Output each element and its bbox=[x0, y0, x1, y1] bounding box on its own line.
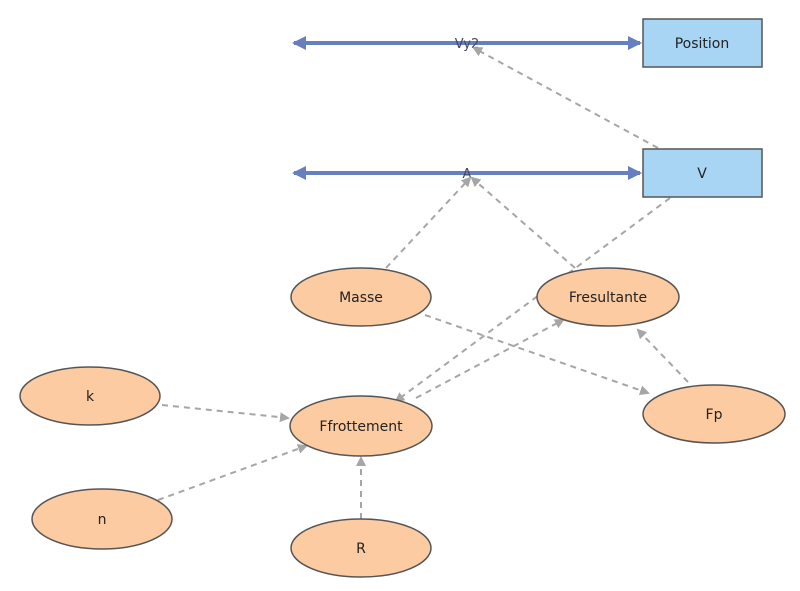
stock-position[interactable]: Position bbox=[642, 18, 763, 68]
variable-masse-shape bbox=[290, 267, 432, 327]
variable-fresultante-label: Fresultante bbox=[569, 290, 647, 306]
variable-ffrottement[interactable]: Ffrottement bbox=[289, 395, 433, 457]
variable-masse-label: Masse bbox=[339, 290, 383, 306]
flow-a-label: A bbox=[463, 167, 472, 182]
link-masse-to-a bbox=[385, 176, 472, 269]
link-n-to-ffrottement bbox=[157, 444, 308, 501]
stock-position-label: Position bbox=[675, 36, 730, 52]
link-v-to-ffrottement bbox=[394, 197, 671, 403]
variable-ffrottement-label: Ffrottement bbox=[319, 419, 403, 435]
flow-vy2-label: Vy2 bbox=[455, 37, 480, 52]
variable-k[interactable]: k bbox=[19, 366, 161, 426]
link-k-to-ffrottement bbox=[161, 404, 290, 423]
variable-k-shape bbox=[19, 366, 161, 426]
variable-ffrottement-shape bbox=[289, 395, 433, 457]
variable-r[interactable]: R bbox=[290, 518, 432, 578]
link-fresultante-to-a bbox=[470, 176, 576, 269]
variable-n-label: n bbox=[98, 512, 107, 528]
link-masse-to-fp bbox=[424, 314, 650, 396]
stock-v-box bbox=[642, 148, 763, 198]
variable-fp-shape bbox=[642, 384, 786, 444]
link-v-to-vy2 bbox=[472, 47, 659, 149]
stock-v-label: V bbox=[697, 166, 707, 182]
stock-v[interactable]: V bbox=[642, 148, 763, 198]
variable-n[interactable]: n bbox=[31, 488, 173, 550]
flow-vy2[interactable]: Vy2 bbox=[292, 36, 642, 52]
flow-a[interactable]: A bbox=[292, 166, 642, 182]
variable-masse[interactable]: Masse bbox=[290, 267, 432, 327]
variable-r-label: R bbox=[356, 541, 366, 557]
variable-n-shape bbox=[31, 488, 173, 550]
variable-fp[interactable]: Fp bbox=[642, 384, 786, 444]
link-ffrottement-to-fresultante bbox=[415, 319, 565, 399]
stock-position-box bbox=[642, 18, 763, 68]
variable-r-shape bbox=[290, 518, 432, 578]
variable-fresultante[interactable]: Fresultante bbox=[536, 267, 680, 327]
variable-fp-label: Fp bbox=[706, 407, 723, 423]
variable-k-label: k bbox=[86, 389, 95, 405]
link-fp-to-fresultante bbox=[636, 328, 689, 383]
dependency-links bbox=[157, 47, 689, 519]
variable-fresultante-shape bbox=[536, 267, 680, 327]
